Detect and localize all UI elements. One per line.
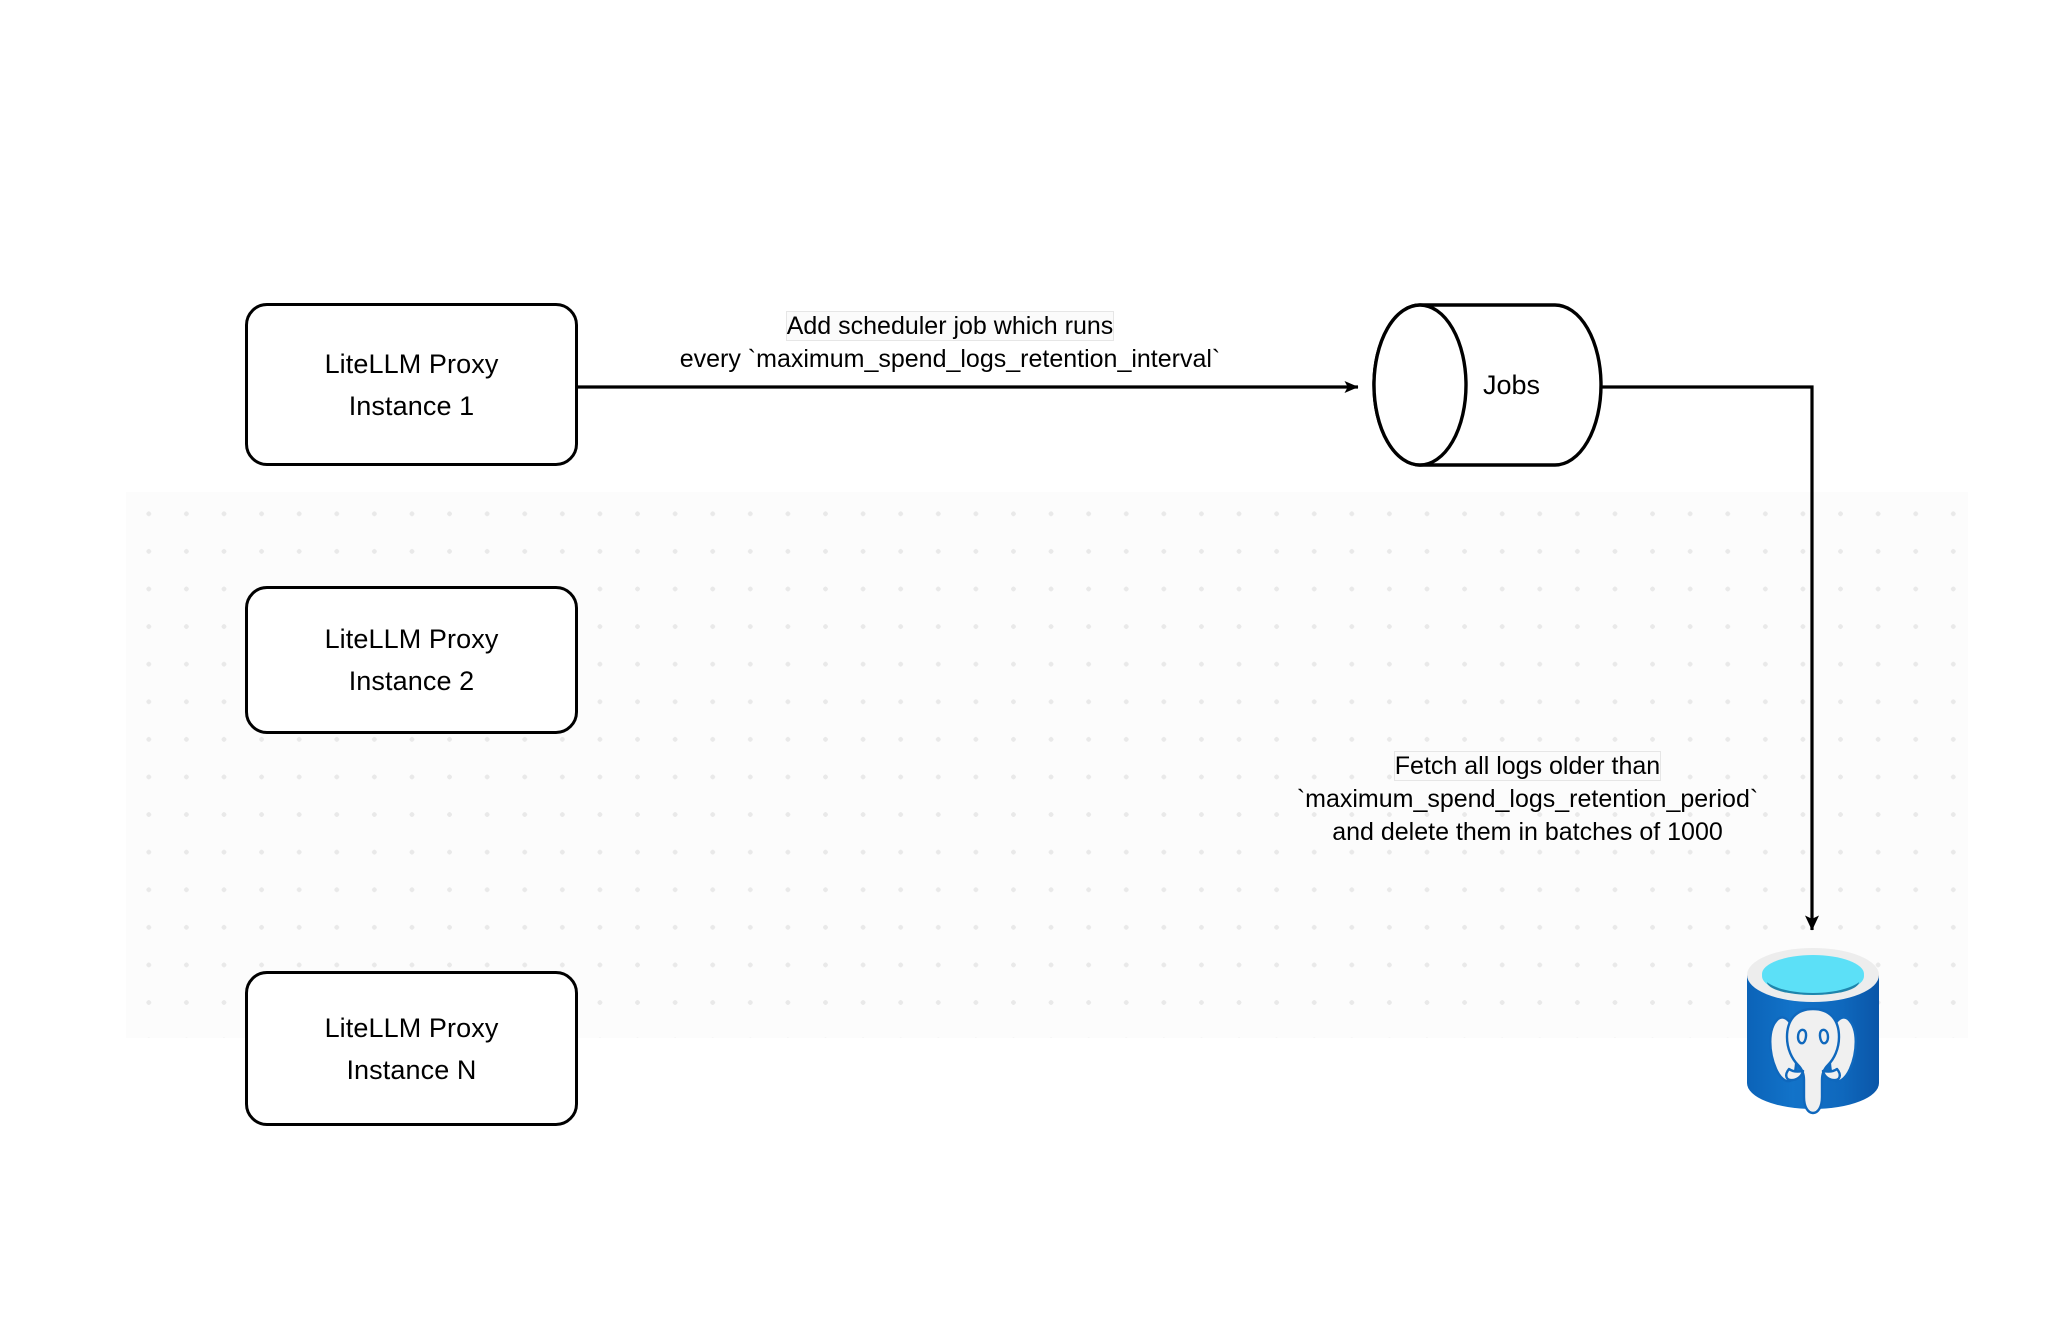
- edge-label-fetch-line2: `maximum_spend_logs_retention_period`: [1296, 785, 1759, 813]
- node-jobs[interactable]: Jobs: [1374, 305, 1601, 465]
- jobs-cylinder-shape: [1372, 303, 1603, 467]
- node-label-line2: Instance 1: [348, 390, 475, 421]
- node-litellm-proxy-instance-n[interactable]: LiteLLM Proxy Instance N: [245, 971, 578, 1126]
- node-jobs-label: Jobs: [1482, 369, 1541, 400]
- node-litellm-proxy-instance-2[interactable]: LiteLLM Proxy Instance 2: [245, 586, 578, 734]
- node-litellm-proxy-instance-1[interactable]: LiteLLM Proxy Instance 1: [245, 303, 578, 466]
- node-label-line1: LiteLLM Proxy: [324, 1012, 499, 1043]
- node-label-line2: Instance 2: [348, 666, 475, 696]
- postgres-database-icon: [1747, 948, 1879, 1115]
- node-label-line1: LiteLLM Proxy: [324, 624, 499, 654]
- edge-label-scheduler-line2: every `maximum_spend_logs_retention_inte…: [679, 345, 1221, 373]
- node-label-line1: LiteLLM Proxy: [324, 348, 499, 379]
- edge-fetch: [1601, 385, 1819, 931]
- dot-grid-background: [126, 492, 1968, 1038]
- edge-label-fetch: Fetch all logs older than `maximum_spend…: [1245, 750, 1810, 849]
- edge-label-fetch-line3: and delete them in batches of 1000: [1332, 818, 1723, 846]
- node-label-line2: Instance N: [346, 1054, 477, 1085]
- edge-label-scheduler-line1: Add scheduler job which runs: [786, 312, 1114, 340]
- edge-label-scheduler: Add scheduler job which runs every `maxi…: [610, 310, 1290, 376]
- node-postgres-database[interactable]: [1745, 945, 1880, 1120]
- edge-label-fetch-line1: Fetch all logs older than: [1394, 752, 1661, 780]
